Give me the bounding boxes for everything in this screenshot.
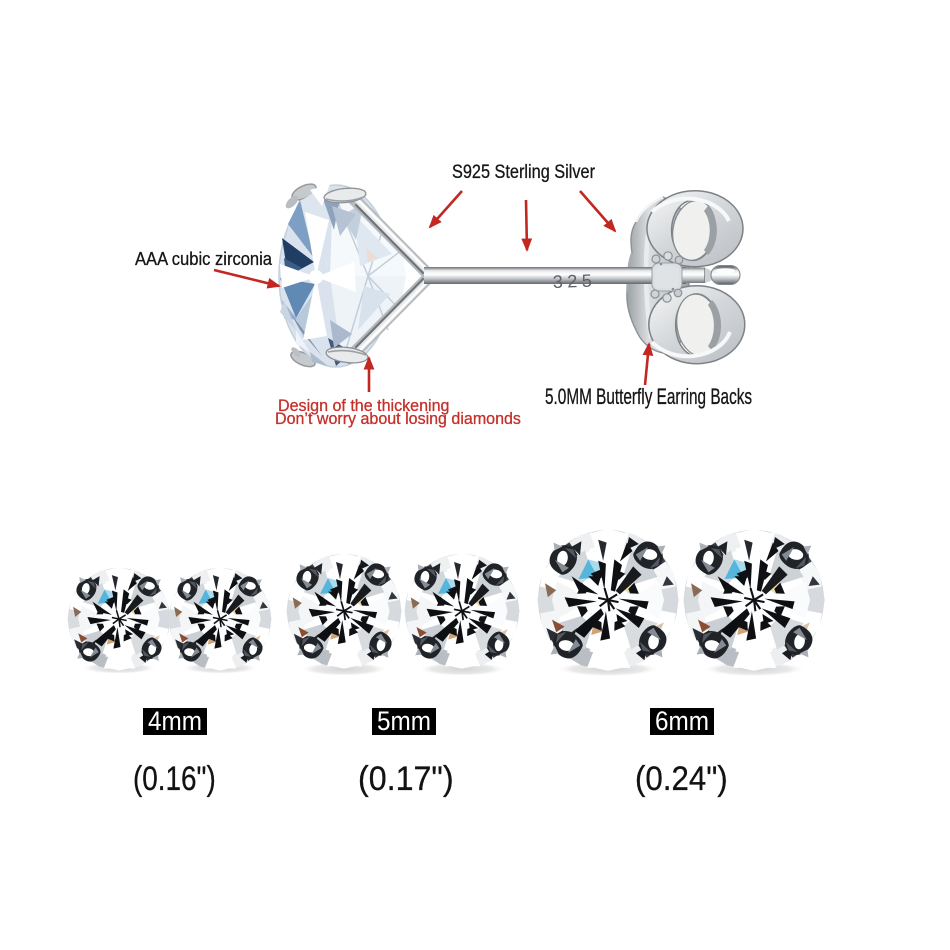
- svg-text:325: 325: [552, 270, 596, 292]
